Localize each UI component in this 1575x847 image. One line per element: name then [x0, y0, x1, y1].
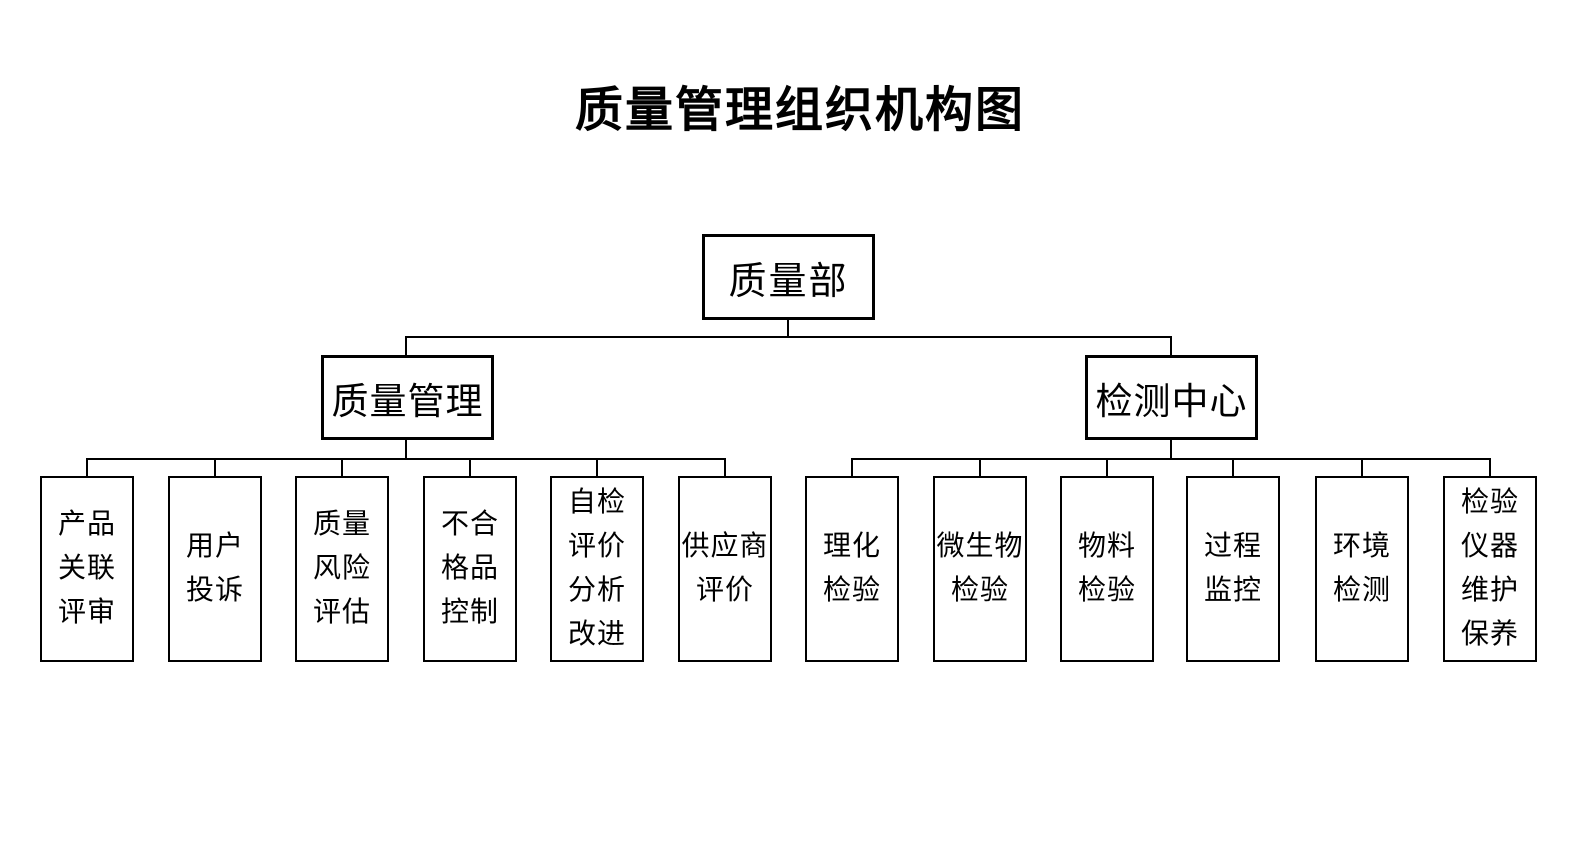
org-node-supplier-evaluation: 供应商 评价 — [678, 476, 772, 662]
org-node-physicochemical-inspection: 理化 检验 — [805, 476, 899, 662]
connector-level2-bus — [405, 336, 1172, 338]
connector-drop-self-inspection — [596, 458, 598, 476]
connector-drop-process — [1232, 458, 1234, 476]
connector-drop-instrument — [1489, 458, 1491, 476]
org-node-self-inspection-improve: 自检 评价 分析 改进 — [550, 476, 644, 662]
org-node-instrument-maintenance: 检验 仪器 维护 保养 — [1443, 476, 1537, 662]
org-node-process-monitoring: 过程 监控 — [1186, 476, 1280, 662]
connector-drop-physicochemical — [851, 458, 853, 476]
org-node-quality-risk-assessment: 质量 风险 评估 — [295, 476, 389, 662]
connector-drop-testing-center — [1170, 336, 1172, 355]
org-node-testing-center: 检测中心 — [1085, 355, 1258, 440]
org-node-quality-dept: 质量部 — [702, 234, 875, 320]
connector-drop-supplier-eval — [724, 458, 726, 476]
connector-drop-material — [1106, 458, 1108, 476]
connector-tc-bus — [851, 458, 1491, 460]
connector-drop-environment — [1361, 458, 1363, 476]
connector-drop-user-complaints — [214, 458, 216, 476]
connector-root-stem — [787, 320, 789, 338]
connector-qm-stem — [405, 440, 407, 459]
connector-drop-microbial — [979, 458, 981, 476]
org-node-user-complaints: 用户 投诉 — [168, 476, 262, 662]
connector-drop-nonconforming — [469, 458, 471, 476]
connector-drop-quality-management — [405, 336, 407, 355]
connector-drop-product-review — [86, 458, 88, 476]
org-node-product-review: 产品 关联 评审 — [40, 476, 134, 662]
diagram-title: 质量管理组织机构图 — [574, 84, 1025, 137]
connector-tc-stem — [1170, 440, 1172, 459]
connector-qm-bus — [86, 458, 726, 460]
org-node-environment-monitoring: 环境 检测 — [1315, 476, 1409, 662]
org-node-nonconforming-control: 不合 格品 控制 — [423, 476, 517, 662]
connector-drop-quality-risk — [341, 458, 343, 476]
org-node-microbial-inspection: 微生物 检验 — [933, 476, 1027, 662]
org-node-material-inspection: 物料 检验 — [1060, 476, 1154, 662]
org-node-quality-management: 质量管理 — [321, 355, 494, 440]
